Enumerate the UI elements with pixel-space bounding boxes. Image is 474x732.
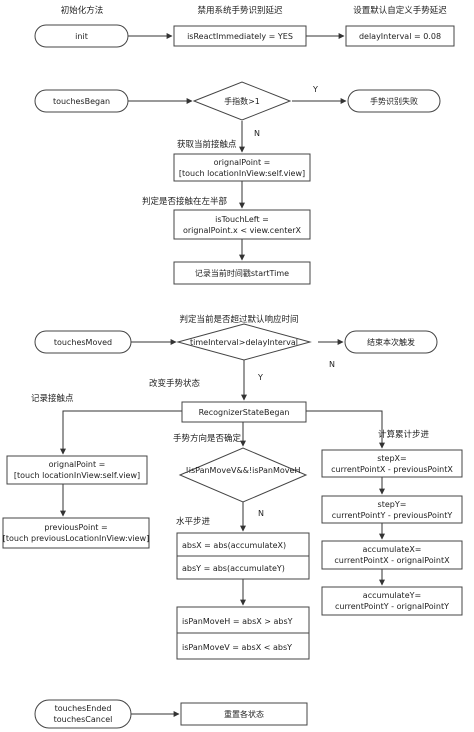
label-record-touch: 记录接触点 bbox=[31, 393, 74, 404]
orignal-point-2-line2: [touch locationInView:self.view] bbox=[14, 471, 140, 480]
end-trigger-text: 结束本次触发 bbox=[367, 337, 415, 347]
delay-interval-node bbox=[345, 25, 455, 47]
touches-moved-node bbox=[34, 330, 132, 354]
previous-point-line1: previousPoint = bbox=[44, 523, 107, 532]
accumulate-y-node bbox=[321, 586, 463, 616]
is-react-node bbox=[173, 25, 307, 47]
pan-move-line1: !isPanMoveV&&!isPanMoveH bbox=[186, 466, 301, 475]
label-no-3: N bbox=[258, 509, 264, 518]
end-trigger-node bbox=[344, 330, 438, 354]
init-text: init bbox=[75, 32, 88, 41]
is-touch-left-line1: isTouchLeft = bbox=[215, 215, 269, 224]
label-dir-confirm: 手势方向是否确定 bbox=[173, 433, 242, 444]
orignal-point-2-line1: orignalPoint = bbox=[49, 460, 106, 469]
previous-point-node bbox=[2, 517, 150, 549]
abs-x-text: absX = abs(accumulateX) bbox=[182, 541, 286, 550]
state-began-node bbox=[181, 401, 307, 423]
reset-state-node bbox=[180, 702, 308, 726]
label-judge-timeout: 判定当前是否超过默认响应时间 bbox=[179, 314, 298, 325]
touches-ended-line1: touchesEnded bbox=[55, 704, 112, 713]
touches-ended-line2: touchesCancel bbox=[54, 715, 113, 724]
reset-state-text: 重置各状态 bbox=[224, 709, 264, 719]
label-yes-1: Y bbox=[312, 85, 318, 94]
label-judge-left: 判定是否接触在左半部 bbox=[142, 196, 228, 207]
touches-began-text: touchesBegan bbox=[53, 97, 110, 106]
record-start-time-text: 记录当前时间戳startTime bbox=[195, 268, 289, 278]
accumulate-y-line2: currentPointY - orignalPointY bbox=[335, 602, 449, 611]
accumulate-y-line1: accumulateY= bbox=[363, 591, 421, 600]
step-x-node bbox=[321, 449, 463, 478]
orignal-point-2-node bbox=[6, 455, 148, 485]
accumulate-x-line2: currentPointX - orignalPointX bbox=[334, 556, 450, 565]
is-pan-move-h-text: isPanMoveH = absX > absY bbox=[182, 617, 293, 626]
step-y-line1: stepY= bbox=[378, 500, 407, 509]
accumulate-x-line1: accumulateX= bbox=[363, 545, 422, 554]
step-y-line2: currentPointY - previousPointY bbox=[332, 511, 453, 520]
step-x-line1: stepX= bbox=[377, 454, 407, 463]
step-y-node bbox=[321, 495, 463, 524]
state-began-text: RecognizerStateBegan bbox=[199, 408, 290, 417]
label-disable-delay: 禁用系统手势识别延迟 bbox=[197, 5, 283, 16]
label-calc-steps: 计算累计步进 bbox=[378, 429, 430, 440]
edges bbox=[60, 33, 385, 717]
orignal-point-1-line1: orignalPoint = bbox=[214, 158, 271, 167]
time-interval-text: timeInterval>delayInterval bbox=[190, 338, 298, 347]
time-interval-decision bbox=[176, 323, 312, 361]
accumulate-x-node bbox=[321, 540, 463, 570]
label-horizontal: 水平步进 bbox=[176, 516, 211, 527]
label-no-1: N bbox=[254, 129, 260, 138]
is-touch-left-node bbox=[173, 209, 311, 240]
orignal-point-1-line2: [touch locationInView:self.view] bbox=[179, 169, 305, 178]
edge-statebegan-orignal2 bbox=[60, 410, 182, 455]
step-x-line2: currentPointX - previousPointX bbox=[331, 465, 453, 474]
init-node bbox=[34, 24, 129, 48]
touches-moved-text: touchesMoved bbox=[54, 338, 112, 347]
label-init-method: 初始化方法 bbox=[61, 5, 104, 16]
finger-count-decision bbox=[192, 81, 292, 121]
orignal-point-1-node bbox=[173, 153, 311, 182]
abs-y-text: absY = abs(accumulateY) bbox=[182, 564, 285, 573]
previous-point-line2: [touch previousLocationInView:view] bbox=[3, 534, 150, 543]
is-react-text: isReactImmediately = YES bbox=[187, 32, 293, 41]
is-touch-left-line2: orignalPoint.x < view.centerX bbox=[183, 226, 302, 235]
pan-move-decision bbox=[178, 447, 308, 503]
label-get-touch: 获取当前接触点 bbox=[177, 139, 237, 150]
touches-began-node bbox=[34, 89, 129, 113]
gesture-fail-text: 手势识别失败 bbox=[370, 96, 418, 106]
label-no-2: N bbox=[329, 360, 335, 369]
label-change-state: 改变手势状态 bbox=[149, 378, 201, 389]
gesture-fail-node bbox=[347, 89, 441, 113]
finger-count-text: 手指数>1 bbox=[224, 96, 260, 106]
touches-ended-node bbox=[34, 699, 132, 729]
label-set-interval: 设置默认自定义手势延迟 bbox=[353, 5, 447, 16]
record-start-time-node bbox=[173, 261, 311, 285]
label-yes-2: Y bbox=[257, 373, 263, 382]
edge-statebegan-stepx bbox=[306, 410, 385, 449]
delay-interval-text: delayInterval = 0.08 bbox=[359, 32, 441, 41]
is-pan-move-v-text: isPanMoveV = absX < absY bbox=[182, 643, 292, 652]
